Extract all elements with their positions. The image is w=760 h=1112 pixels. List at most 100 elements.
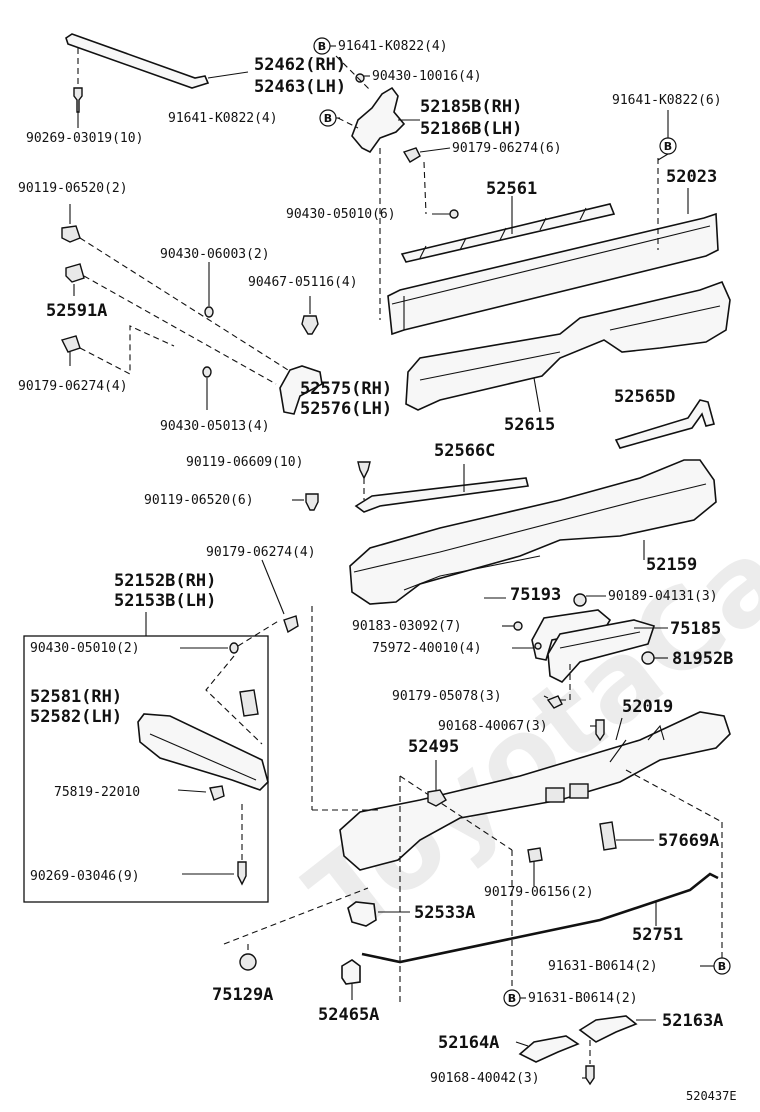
label-c04: 90430-10016(4) (372, 69, 482, 84)
label-c02: 52462(RH) (254, 55, 346, 75)
b-marker-3-label: B (664, 140, 672, 153)
bracket-57669a (599, 821, 617, 851)
strip-52565d (614, 399, 715, 449)
block-52465a (341, 959, 361, 985)
label-c09: 91641-K0822(6) (612, 93, 722, 108)
bolt-90119-06520-left (61, 225, 81, 243)
clip-90179-05078 (546, 695, 563, 709)
screw-90168-40067 (595, 719, 605, 742)
label-c38: 52581(RH) (30, 687, 122, 707)
label-c10: 90179-06274(6) (452, 141, 562, 156)
label-c54: 52163A (662, 1011, 723, 1031)
label-c19: 52575(RH) (300, 379, 392, 399)
clip-75972 (534, 642, 542, 650)
label-c33: 90183-03092(7) (352, 619, 462, 634)
washer-90430-05013 (202, 366, 212, 378)
label-c56: 90168-40042(3) (430, 1071, 540, 1086)
label-c24: 52566C (434, 441, 495, 461)
clip-81952b (641, 651, 655, 665)
label-c27: 90179-06274(4) (206, 545, 316, 560)
retainer-52561 (400, 203, 616, 263)
label-c49: 52751 (632, 925, 683, 945)
clip-90179-06274-box (283, 615, 299, 634)
clip-90467 (301, 315, 319, 335)
label-c16: 90467-05116(4) (248, 275, 358, 290)
strip-52566c (354, 477, 529, 513)
screw-90168-40042 (585, 1065, 595, 1086)
label-c28: 52159 (646, 555, 697, 575)
label-c46: 90269-03046(9) (30, 869, 140, 884)
label-c34: 75185 (670, 619, 721, 639)
label-c36: 75972-40010(4) (372, 641, 482, 656)
rod-52751 (361, 872, 719, 964)
bracket-52164a (518, 1035, 580, 1063)
label-c08: 52186B(LH) (420, 119, 522, 139)
label-c55: 52164A (438, 1033, 499, 1053)
washer-90430-06003 (204, 306, 214, 318)
label-c07: 52185B(RH) (420, 97, 522, 117)
label-c53: 52465A (318, 1005, 379, 1025)
label-c14: 90430-05010(6) (286, 207, 396, 222)
label-c26: 90119-06520(6) (144, 493, 254, 508)
figure-code: 520437E (686, 1089, 737, 1103)
slot-2 (569, 783, 589, 799)
b-marker-5-label: B (508, 992, 516, 1005)
b-marker-1-label: B (318, 40, 326, 53)
slot-1 (545, 787, 565, 803)
label-c23: 90430-05013(4) (160, 419, 270, 434)
bracket-52575 (279, 365, 323, 415)
bolt-90119-06609 (357, 461, 371, 480)
callouts: 91641-K0822(4) 52462(RH) 52463(LH) 90430… (18, 39, 733, 1086)
label-c25: 90119-06609(10) (186, 455, 303, 470)
plug-75129a (239, 953, 257, 971)
label-c50: 91631-B0614(2) (548, 959, 658, 974)
moulding-strip (65, 33, 210, 89)
label-c13: 52023 (666, 167, 717, 187)
label-c48: 52533A (414, 903, 475, 923)
nut-90189-04131 (573, 593, 587, 607)
label-c11: 90119-06520(2) (18, 181, 128, 196)
clip-90269-03046 (237, 861, 247, 886)
b-marker-4-label: B (718, 960, 726, 973)
clip-90179-06156 (527, 847, 543, 863)
label-c43: 52495 (408, 737, 459, 757)
label-c47: 90179-06156(2) (484, 885, 594, 900)
bumper-cover-52159 (349, 459, 717, 605)
label-c22: 52565D (614, 387, 675, 407)
clip-52591a (65, 263, 85, 283)
clip-90179-left (60, 335, 81, 353)
nut-90183-03092 (513, 621, 523, 631)
label-c18: 90179-06274(4) (18, 379, 128, 394)
label-c41: 52019 (622, 697, 673, 717)
clip-90269 (73, 87, 83, 113)
label-c44: 75819-22010 (54, 785, 140, 800)
label-c45: 57669A (658, 831, 719, 851)
label-c06: 91641-K0822(4) (168, 111, 278, 126)
reinforcement-52019 (339, 711, 731, 871)
nut-90430-05010-top (449, 209, 459, 219)
bolt-52495 (427, 789, 447, 807)
bracket-52163a (578, 1015, 638, 1043)
label-c51: 75129A (212, 985, 273, 1005)
absorber-52615 (405, 280, 731, 411)
label-c35: 90430-05010(2) (30, 641, 140, 656)
label-c12: 52561 (486, 179, 537, 199)
bolt-90119-06520-mid (305, 493, 319, 511)
leader-lines (180, 45, 714, 1079)
label-c37: 81952B (672, 649, 733, 669)
label-c42: 90168-40067(3) (438, 719, 548, 734)
clip-75819 (209, 785, 225, 801)
bracket-52185b (351, 86, 406, 154)
label-c03: 52463(LH) (254, 77, 346, 97)
label-c05: 90269-03019(10) (26, 131, 143, 146)
label-c52: 91631-B0614(2) (528, 991, 638, 1006)
washer-90430-05010-box (229, 642, 239, 654)
b-marker-2-label: B (324, 112, 332, 125)
garnish-52152b (137, 713, 269, 791)
label-c39: 52582(LH) (30, 707, 122, 727)
label-c30: 52153B(LH) (114, 591, 216, 611)
retainer-52581 (239, 689, 259, 717)
label-c17: 52591A (46, 301, 107, 321)
label-c21: 52615 (504, 415, 555, 435)
